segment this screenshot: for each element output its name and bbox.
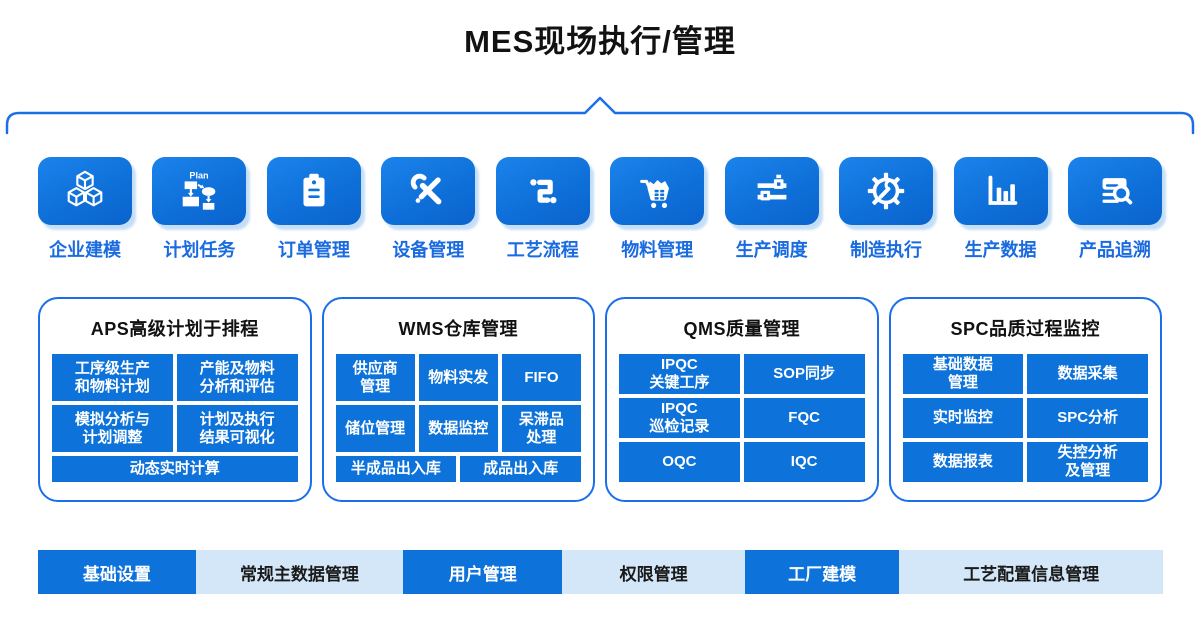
card-button[interactable]: 半成品出入库 [335, 456, 457, 482]
cubes-icon [38, 157, 132, 225]
bottom-segment-process-config[interactable]: 工艺配置信息管理 [899, 550, 1163, 594]
module-manufacturing-execution[interactable]: 制造执行 [839, 157, 934, 262]
card-button[interactable]: 动态实时计算 [52, 456, 298, 482]
route-icon [495, 157, 590, 225]
card-title-wms: WMS仓库管理 [398, 319, 518, 339]
card-button[interactable]: SOP同步 [743, 354, 865, 394]
page-title: MES现场执行/管理 [464, 24, 736, 59]
module-label: 工艺流程 [506, 240, 579, 260]
card-button[interactable]: 物料实发 [418, 354, 498, 401]
card-button[interactable]: 产能及物料 分析和评估 [176, 354, 298, 401]
cart-icon [610, 157, 705, 225]
module-label: 订单管理 [277, 240, 350, 260]
card-button[interactable]: 模拟分析与 计划调整 [52, 405, 173, 452]
module-plan-tasks[interactable]: Plan 计划任务 [152, 157, 247, 262]
card-spc: SPC品质过程监控 基础数据 管理 数据采集 实时监控 SPC分析 数据报表 失… [888, 297, 1162, 502]
card-button[interactable]: FIFO [501, 354, 582, 401]
svg-text:Plan: Plan [190, 171, 209, 181]
module-label: 制造执行 [850, 240, 923, 260]
clipboard-icon [266, 157, 361, 225]
module-enterprise-modeling[interactable]: 企业建模 [38, 157, 132, 262]
card-button[interactable]: 数据报表 [902, 442, 1024, 482]
card-button[interactable]: IPQC 巡检记录 [619, 398, 740, 438]
card-title-aps: APS高级计划于排程 [90, 319, 259, 339]
plan-flowchart-icon: Plan [152, 157, 247, 225]
top-brace-icon [5, 96, 1195, 135]
card-button[interactable]: 呆滞品 处理 [501, 405, 582, 452]
module-label: 物料管理 [621, 240, 694, 260]
module-process-flow[interactable]: 工艺流程 [495, 157, 590, 262]
module-label: 企业建模 [49, 240, 121, 260]
card-button[interactable]: 供应商 管理 [335, 354, 415, 401]
card-button[interactable]: OQC [619, 442, 740, 482]
module-label: 生产数据 [964, 240, 1037, 260]
bottom-segment-user-management[interactable]: 用户管理 [403, 550, 563, 594]
sliders-icon [724, 157, 819, 225]
card-button[interactable]: 基础数据 管理 [902, 354, 1024, 394]
card-button[interactable]: 实时监控 [902, 398, 1024, 438]
module-material-management[interactable]: 物料管理 [610, 157, 705, 262]
card-button[interactable]: 失控分析 及管理 [1027, 442, 1148, 482]
bar-chart-icon [953, 157, 1048, 225]
card-button[interactable]: 数据监控 [418, 405, 498, 452]
gear-wrench-icon [839, 157, 934, 225]
bottom-segment-basic-settings[interactable]: 基础设置 [38, 550, 196, 594]
search-trace-icon [1067, 157, 1162, 225]
card-button[interactable]: IQC [743, 442, 865, 482]
bottom-segment-permission-management[interactable]: 权限管理 [562, 550, 745, 594]
card-button[interactable]: 工序级生产 和物料计划 [52, 354, 173, 401]
card-button[interactable]: 计划及执行 结果可视化 [176, 405, 298, 452]
card-button[interactable]: 储位管理 [335, 405, 415, 452]
module-order-management[interactable]: 订单管理 [266, 157, 361, 262]
card-aps: APS高级计划于排程 工序级生产 和物料计划 产能及物料 分析和评估 模拟分析与… [38, 297, 312, 502]
bottom-segment-master-data[interactable]: 常规主数据管理 [195, 550, 404, 594]
module-equipment-management[interactable]: 设备管理 [381, 157, 476, 262]
card-wms: WMS仓库管理 供应商 管理 物料实发 FIFO 储位管理 数据监控 呆滞品 处… [321, 297, 595, 502]
module-production-data[interactable]: 生产数据 [953, 157, 1048, 262]
card-button[interactable]: FQC [743, 398, 865, 438]
card-button[interactable]: 成品出入库 [460, 456, 581, 482]
tools-icon [381, 157, 476, 225]
card-button[interactable]: SPC分析 [1027, 398, 1148, 438]
bottom-bar: 基础设置 常规主数据管理 用户管理 权限管理 工厂建模 工艺配置信息管理 [38, 550, 1163, 594]
module-label: 产品追溯 [1078, 240, 1151, 260]
card-button[interactable]: 数据采集 [1027, 354, 1148, 394]
bottom-segment-factory-modeling[interactable]: 工厂建模 [744, 550, 900, 594]
module-production-scheduling[interactable]: 生产调度 [724, 157, 819, 262]
card-button[interactable]: IPQC 关键工序 [619, 354, 740, 394]
card-row: APS高级计划于排程 工序级生产 和物料计划 产能及物料 分析和评估 模拟分析与… [38, 297, 1162, 502]
module-label: 设备管理 [392, 240, 465, 260]
module-row: 企业建模 Plan 计划任务 [38, 157, 1162, 262]
card-qms: QMS质量管理 IPQC 关键工序 SOP同步 IPQC 巡检记录 FQC OQ… [605, 297, 879, 502]
module-label: 生产调度 [735, 240, 808, 260]
card-title-qms: QMS质量管理 [683, 319, 800, 339]
module-product-traceability[interactable]: 产品追溯 [1067, 157, 1162, 262]
module-label: 计划任务 [163, 240, 236, 260]
card-title-spc: SPC品质过程监控 [950, 319, 1100, 339]
